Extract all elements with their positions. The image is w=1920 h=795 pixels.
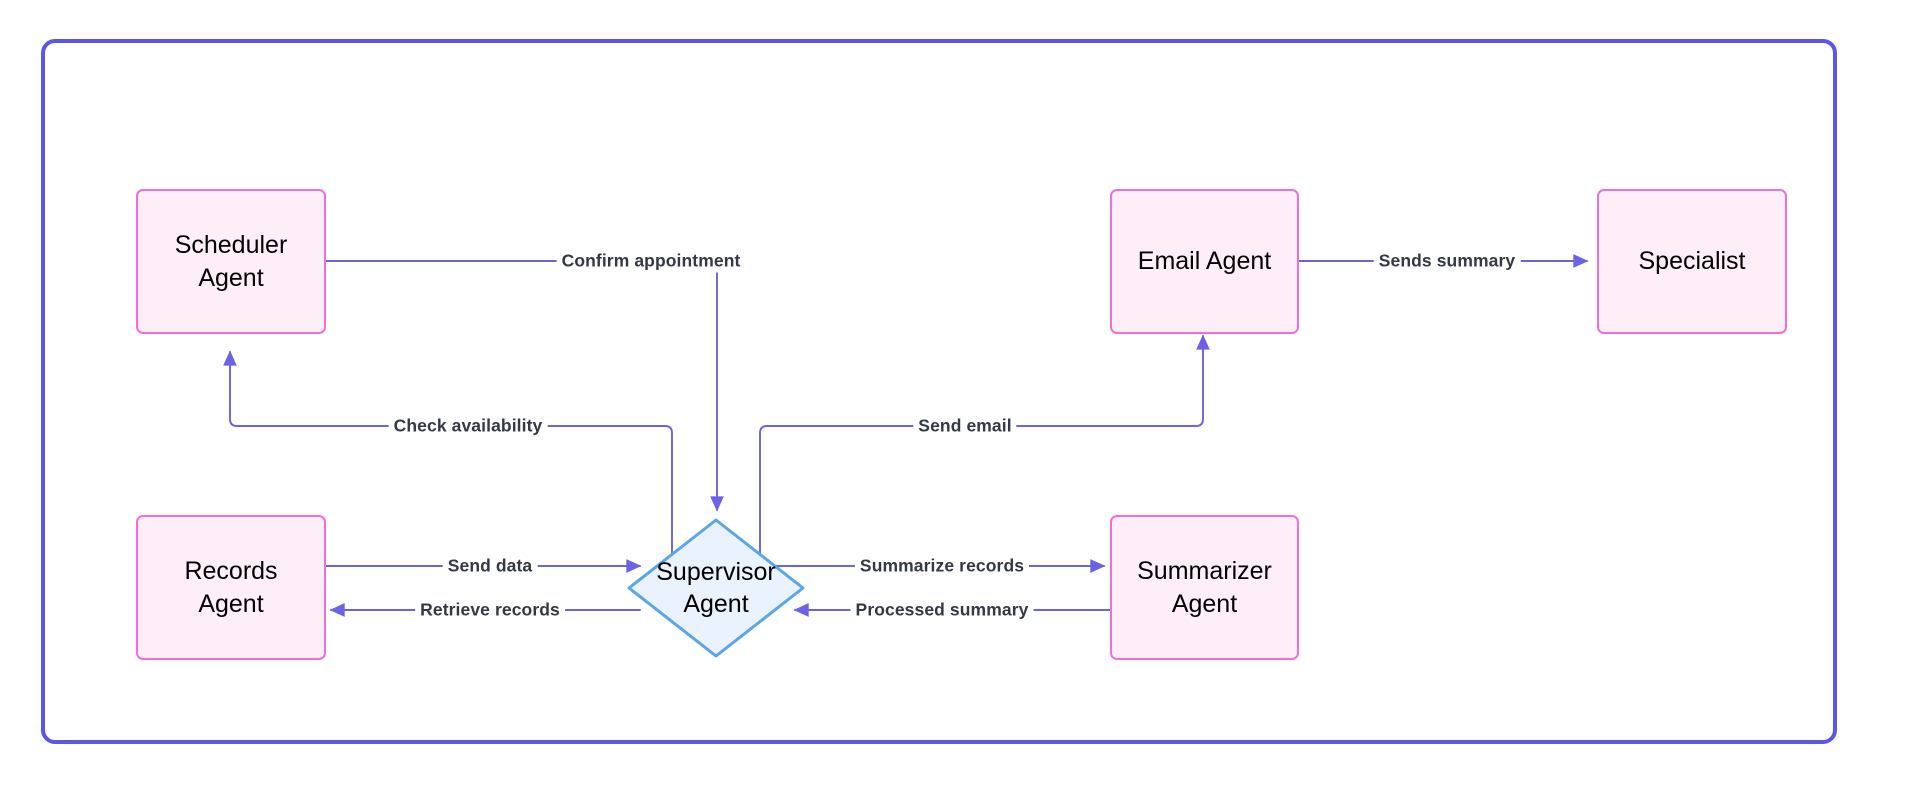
node-email-agent[interactable]: Email Agent	[1110, 189, 1299, 334]
node-label: Records Agent	[184, 555, 277, 620]
edge-label-summarize-records: Summarize records	[854, 554, 1030, 578]
node-label-line2: Agent	[198, 263, 264, 292]
edge-label-confirm-appointment: Confirm appointment	[556, 249, 746, 273]
node-scheduler-agent[interactable]: Scheduler Agent	[136, 189, 326, 334]
edge-label-send-email: Send email	[913, 414, 1017, 438]
edge-label-send-data: Send data	[442, 554, 538, 578]
node-label-line2: Agent	[198, 589, 264, 618]
edge-path-confirm-appointment	[324, 260, 724, 512]
edge-label-check-availability: Check availability	[388, 414, 548, 438]
node-supervisor-agent[interactable]: Supervisor Agent	[625, 516, 807, 660]
edge-label-processed-summary: Processed summary	[850, 598, 1034, 622]
node-label-line1: Records	[184, 557, 278, 585]
node-label-line1: Scheduler	[174, 231, 288, 259]
diagram-frame	[41, 39, 1837, 744]
node-summarizer-agent[interactable]: Summarizer Agent	[1110, 515, 1299, 660]
node-records-agent[interactable]: Records Agent	[136, 515, 326, 660]
edge-label-retrieve-records: Retrieve records	[415, 598, 565, 622]
diamond-shape	[627, 518, 805, 658]
node-label-line1: Summarizer	[1137, 557, 1272, 585]
node-label-line2: Agent	[1171, 589, 1238, 618]
edge-label-sends-summary: Sends summary	[1373, 249, 1521, 273]
node-label: Scheduler Agent	[175, 229, 288, 294]
node-specialist[interactable]: Specialist	[1597, 189, 1787, 334]
node-label: Email Agent	[1137, 247, 1272, 276]
node-label: Summarizer Agent	[1137, 555, 1272, 620]
node-label: Specialist	[1638, 247, 1746, 276]
